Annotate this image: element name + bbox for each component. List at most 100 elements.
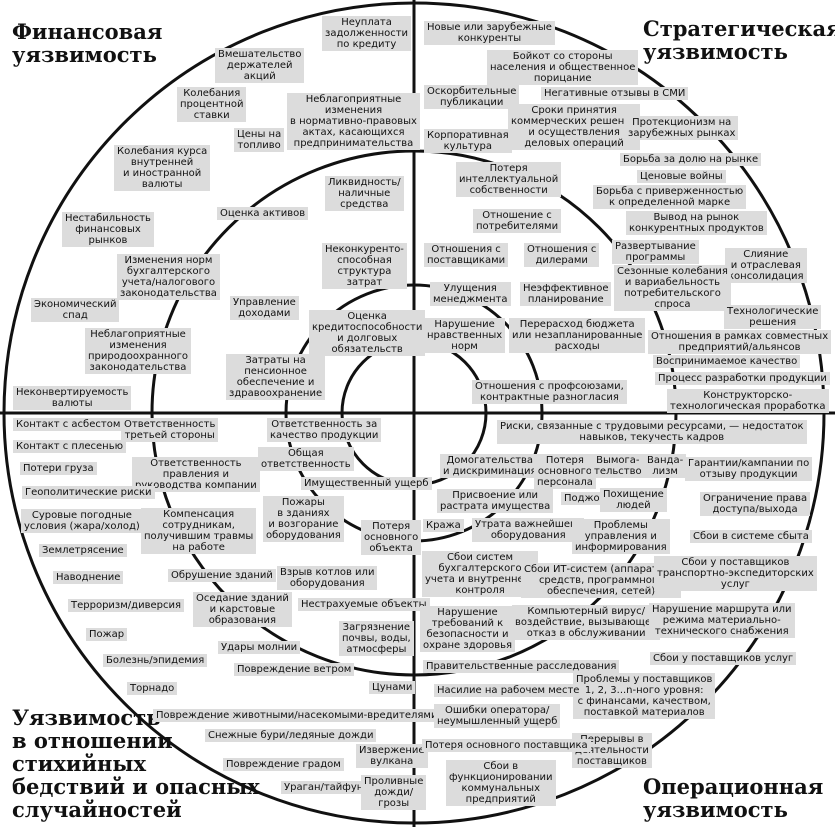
risk-label: Нестабильность финансовых рынков bbox=[62, 212, 154, 247]
risk-label: Повреждение ветром bbox=[234, 663, 355, 676]
risk-label: Геополитические риски bbox=[22, 486, 155, 499]
risk-label: Повреждение градом bbox=[223, 758, 344, 771]
risk-label: Контакт с асбестом bbox=[13, 418, 124, 431]
risk-label: Отношения с профсоюзами, контрактные раз… bbox=[472, 380, 627, 404]
risk-label: Слияние и отраслевая консолидация bbox=[725, 248, 807, 283]
risk-label: Гарантии/кампании по отзыву продукции bbox=[685, 457, 813, 481]
risk-label: Изменения норм бухгалтерского учета/нало… bbox=[117, 254, 220, 300]
risk-label: Пожар bbox=[86, 628, 128, 641]
risk-label: Насилие на рабочем месте bbox=[434, 684, 583, 697]
risk-label: Поджог bbox=[561, 492, 608, 505]
risk-label: Вмешательство держателей акций bbox=[215, 48, 305, 83]
risk-label: Корпоративная культура bbox=[424, 129, 512, 153]
risk-label: Воспринимаемое качество bbox=[653, 355, 801, 368]
risk-label: Колебания процентной ставки bbox=[177, 87, 247, 122]
risk-label: Ответственность за качество продукции bbox=[267, 418, 382, 442]
risk-label: Оценка кредитоспособности и долговых обя… bbox=[309, 310, 426, 356]
risk-label: Бойкот со стороны населения и общественн… bbox=[487, 50, 639, 85]
risk-label: Общая ответственность bbox=[258, 447, 354, 471]
risk-label: Колебания курса внутренней и иностранной… bbox=[114, 145, 211, 191]
risk-label: Оседание зданий и карстовые образования bbox=[193, 592, 292, 627]
risk-label: Борьба с приверженностью к определенной … bbox=[593, 185, 747, 209]
risk-label: Риски, связанные с трудовыми ресурсами, … bbox=[497, 420, 807, 444]
title-natural-disaster-vulnerability: Уязвимость в отношении стихийных бедстви… bbox=[12, 705, 260, 822]
risk-label: Отношения с поставщиками bbox=[424, 243, 509, 267]
risk-label: Неконвертируемость валюты bbox=[13, 386, 132, 410]
risk-label: Терроризм/диверсия bbox=[68, 599, 184, 612]
risk-label: Суровые погодные условия (жара/холод) bbox=[21, 509, 143, 533]
risk-label: Обрушение зданий bbox=[168, 569, 276, 582]
risk-label: Улущения менеджмента bbox=[430, 282, 511, 306]
risk-label: Компьютерный вирус/ воздействие, вызываю… bbox=[512, 605, 661, 640]
risk-label: Перерасход бюджета или незапланированные… bbox=[509, 318, 646, 353]
title-strategic-vulnerability: Стратегическая уязвимость bbox=[643, 16, 835, 64]
risk-label: Экономический спад bbox=[31, 298, 120, 322]
risk-label: Потери груза bbox=[20, 462, 97, 475]
risk-label: Отношения в рамках совместных предприяти… bbox=[648, 330, 832, 354]
risk-label: Нарушение требований к безопасности и ох… bbox=[420, 606, 515, 652]
risk-label: Снежные бури/ледяные дожди bbox=[205, 729, 377, 742]
risk-label: Повреждение животными/насекомыми-вредите… bbox=[153, 709, 441, 722]
risk-label: Наводнение bbox=[53, 571, 124, 584]
risk-label: Извержение вулкана bbox=[356, 744, 428, 768]
risk-label: Развертывание программы bbox=[612, 240, 699, 264]
risk-label: Правительственные расследования bbox=[423, 660, 620, 673]
risk-label: Технологические решения bbox=[724, 305, 822, 329]
risk-label: Новые или зарубежные конкуренты bbox=[424, 21, 555, 45]
risk-label: Неблагоприятные изменения природоохранно… bbox=[85, 328, 191, 374]
risk-label: Неблагоприятные изменения в нормативно-п… bbox=[287, 93, 420, 150]
risk-label: Негативные отзывы в СМИ bbox=[541, 87, 689, 100]
risk-label: Оскорбительные публикации bbox=[424, 85, 520, 109]
risk-label: Сбои у поставщиков услуг bbox=[650, 652, 797, 665]
risk-label: Ураган/тайфун bbox=[281, 781, 367, 794]
risk-label: Протекционизм на зарубежных рынках bbox=[625, 116, 739, 140]
risk-label: Цены на топливо bbox=[234, 128, 285, 152]
risk-label: Присвоение или растрата имущества bbox=[437, 489, 554, 513]
risk-label: Торнадо bbox=[127, 682, 178, 695]
risk-label: Вывод на рынок конкурентных продуктов bbox=[626, 211, 767, 235]
risk-label: Ограничение права доступа/выхода bbox=[700, 492, 811, 516]
risk-label: Контакт с плесенью bbox=[13, 440, 127, 453]
risk-label: Домогательства и дискриминация bbox=[440, 454, 540, 478]
risk-label: Ценовые войны bbox=[637, 170, 726, 183]
risk-label: Имущественный ущерб bbox=[301, 477, 432, 490]
risk-label: Удары молнии bbox=[218, 641, 301, 654]
risk-label: Сбои систем бухгалтерского учета и внутр… bbox=[422, 551, 539, 597]
risk-label: Похищение людей bbox=[600, 488, 667, 512]
risk-label: Кража bbox=[423, 519, 464, 532]
risk-label: Болезнь/эпидемия bbox=[103, 654, 208, 667]
risk-label: Процесс разработки продукции bbox=[655, 372, 830, 385]
risk-label: Затраты на пенсионное обеспечение и здра… bbox=[226, 354, 326, 400]
risk-label: Загрязнение почвы, воды, атмосферы bbox=[339, 621, 414, 656]
risk-label: Конструкторско- технологическая проработ… bbox=[667, 389, 829, 413]
risk-label: Неэффективное планирование bbox=[520, 282, 612, 306]
risk-label: Сбои у поставщиков транспортно-экспедито… bbox=[654, 556, 817, 591]
risk-label: Неконкуренто- способная структура затрат bbox=[322, 243, 407, 289]
risk-label: Отношения с дилерами bbox=[524, 243, 600, 267]
risk-label: Сбои в системе сбыта bbox=[690, 530, 812, 543]
risk-label: Потеря основного персонала bbox=[534, 454, 596, 489]
risk-label: Нарушение нравственных норм bbox=[424, 318, 506, 353]
risk-label: Отношение с потребителями bbox=[473, 209, 562, 233]
risk-label: Землетрясение bbox=[39, 544, 127, 557]
risk-label: Вымога- тельство bbox=[591, 454, 645, 478]
risk-label: Оценка активов bbox=[217, 207, 309, 220]
risk-label: Проливные дожди/ грозы bbox=[361, 775, 427, 810]
risk-label: Потеря интеллектуальной собственности bbox=[456, 162, 562, 197]
title-operational-vulnerability: Операционная уязвимость bbox=[643, 774, 824, 822]
risk-label: Ошибки оператора/ неумышленный ущерб bbox=[434, 704, 561, 728]
risk-label: Цунами bbox=[369, 681, 416, 694]
risk-label: Нестрахуемые объекты bbox=[298, 598, 430, 611]
risk-label: Компенсация сотрудникам, получившим трав… bbox=[141, 508, 257, 554]
risk-label: Управление доходами bbox=[230, 296, 299, 320]
risk-label: Перерывы в деятельности поставщиков bbox=[572, 733, 652, 768]
risk-label: Пожары в зданиях и возгорание оборудован… bbox=[263, 496, 344, 542]
risk-label: Проблемы у поставщиков 1, 2, 3...n-ного … bbox=[573, 673, 716, 719]
risk-label: Неуплата задолженности по кредиту bbox=[322, 16, 412, 51]
risk-label: Потеря основного объекта bbox=[361, 520, 422, 555]
risk-label: Нарушение маршрута или режима материальн… bbox=[649, 603, 795, 638]
risk-label: Проблемы управления и информирования bbox=[572, 519, 670, 554]
risk-label: Утрата важнейшего оборудования bbox=[472, 518, 585, 542]
risk-label: Сроки принятия коммерческих решений и ос… bbox=[508, 104, 641, 150]
